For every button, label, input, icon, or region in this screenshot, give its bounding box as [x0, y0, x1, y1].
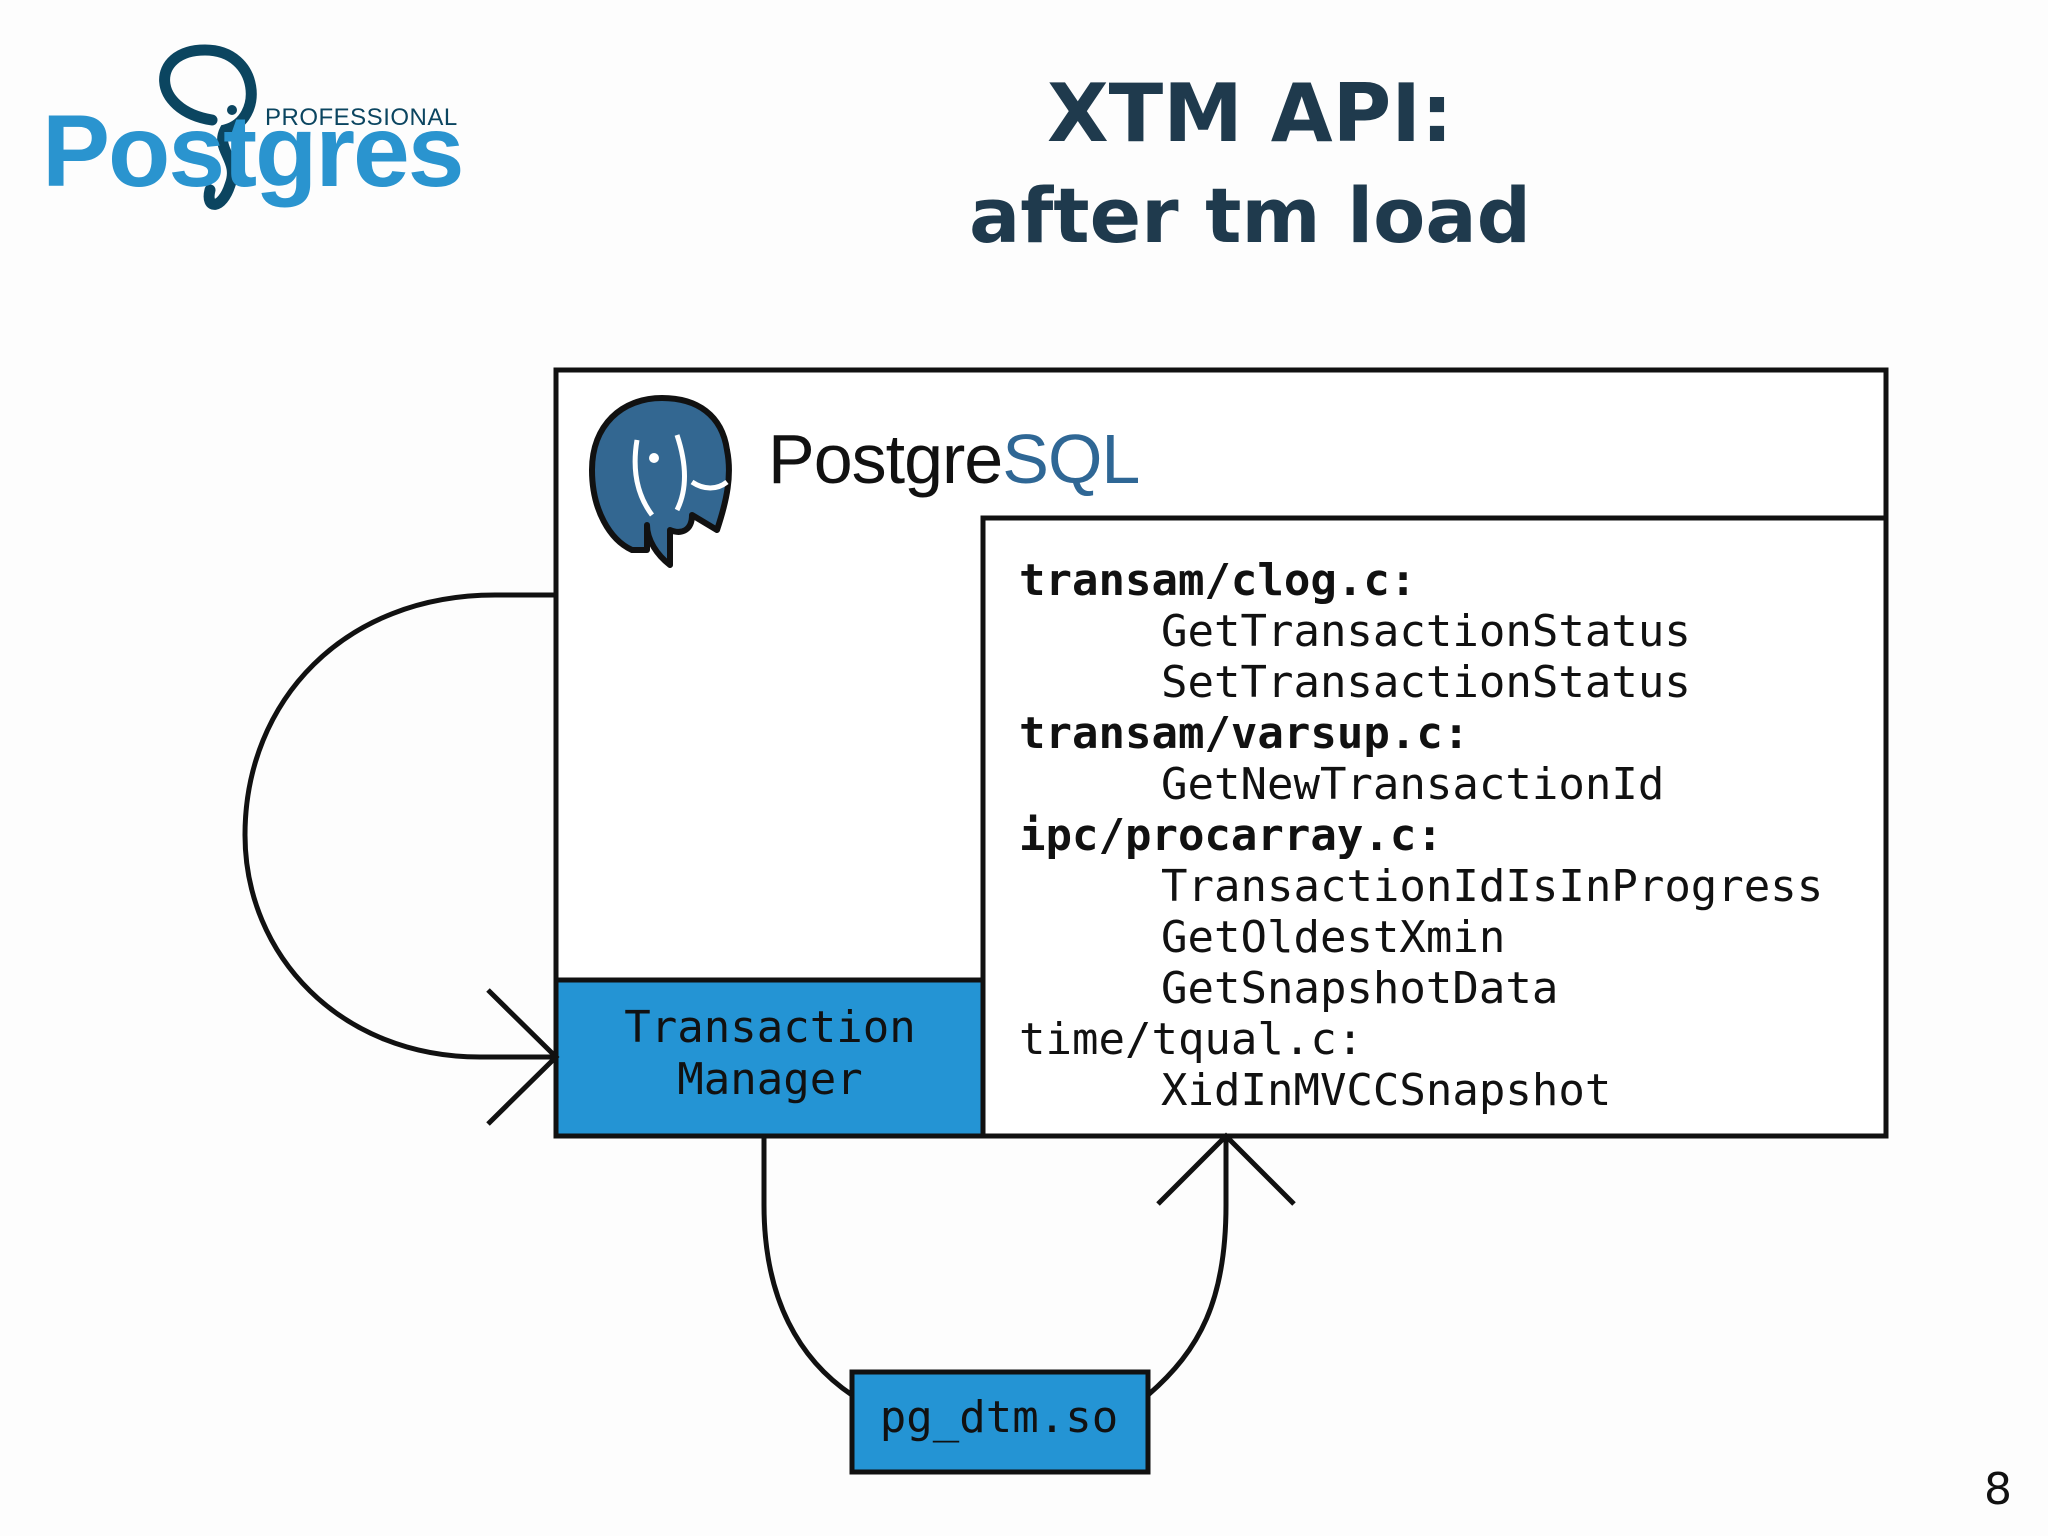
code-function-get-oldest-xmin: GetOldestXmin — [1161, 912, 1506, 963]
code-hooks-box — [980, 515, 1889, 1139]
brand-professional-text: PROFESSIONAL — [265, 104, 458, 131]
code-file-procarray: ipc/procarray.c: — [1019, 810, 1443, 861]
postgresql-wordmark-part2: SQL — [1002, 420, 1140, 498]
slide-title-line2: after tm load — [968, 171, 1532, 260]
tm-to-pgdtm-line — [761, 1136, 854, 1398]
code-file-varsup: transam/varsup.c: — [1019, 708, 1470, 759]
code-file-tqual: time/tqual.c: — [1019, 1014, 1364, 1065]
code-function-transaction-id-is-in-progress: TransactionIdIsInProgress — [1161, 861, 1824, 912]
brand-postgres-text: Postgres — [42, 94, 464, 208]
page-number: 8 — [1984, 1464, 2012, 1515]
slide-title-line1: XTM API: — [1046, 67, 1453, 160]
code-function-get-new-transaction-id: GetNewTransactionId — [1161, 759, 1665, 810]
arrowhead-up — [1156, 1132, 1296, 1206]
loop-arrowhead-left — [486, 988, 560, 1126]
pgdtm-to-hooks-line — [1146, 1136, 1229, 1397]
elephant-trunk-logo-icon — [159, 44, 257, 210]
transaction-manager-box — [553, 977, 986, 1139]
transaction-manager-label: Transaction Manager — [557, 1002, 983, 1106]
code-function-xid-in-mvcc-snapshot: XidInMVCCSnapshot — [1161, 1065, 1612, 1116]
code-function-get-transaction-status: GetTransactionStatus — [1161, 606, 1691, 657]
pg-dtm-label: pg_dtm.so — [879, 1392, 1119, 1443]
code-function-get-snapshot-data: GetSnapshotData — [1161, 963, 1559, 1014]
postgresql-wordmark-part1: Postgre — [768, 420, 1003, 498]
code-function-set-transaction-status: SetTransactionStatus — [1161, 657, 1691, 708]
code-file-clog: transam/clog.c: — [1019, 555, 1417, 606]
postgresql-elephant-icon — [589, 395, 732, 568]
transaction-manager-label-line2: Manager — [677, 1054, 863, 1105]
loop-arrow-left — [242, 592, 556, 1060]
postgresql-wordmark: PostgreSQL — [768, 424, 1140, 494]
pg-dtm-box — [849, 1369, 1151, 1475]
transaction-manager-label-line1: Transaction — [624, 1002, 916, 1053]
